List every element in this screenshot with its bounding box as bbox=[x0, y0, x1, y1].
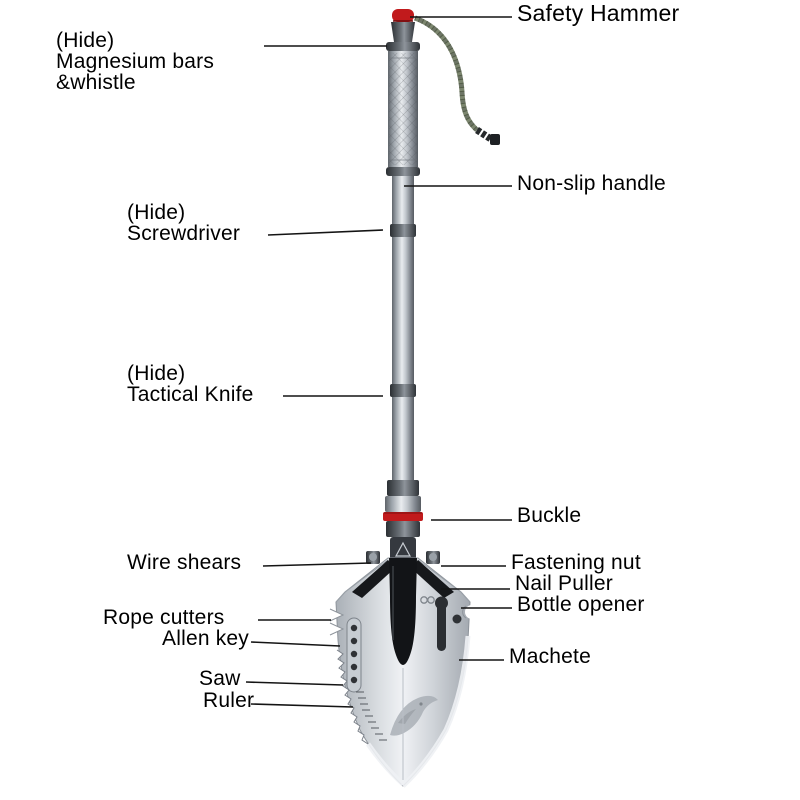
label-safety-hammer: Safety Hammer bbox=[517, 0, 680, 26]
label-saw: Saw bbox=[199, 667, 241, 690]
label-tactical-knife-hide: (Hide) bbox=[127, 362, 186, 385]
label-tactical-knife-line2: Tactical Knife bbox=[127, 383, 254, 406]
label-wire-shears: Wire shears bbox=[127, 551, 242, 574]
label-nail-puller: Nail Puller bbox=[515, 572, 613, 595]
label-screwdriver-line2: Screwdriver bbox=[127, 222, 241, 245]
pole-shaft bbox=[390, 176, 416, 480]
brand-etch bbox=[420, 596, 435, 604]
label-rope-cutters: Rope cutters bbox=[103, 606, 225, 629]
hammer-collar bbox=[391, 22, 415, 42]
label-magnesium-hide: (Hide) bbox=[56, 29, 115, 52]
rope-cutter-notches bbox=[329, 608, 345, 636]
callout-line-screwdriver bbox=[267, 229, 384, 236]
label-tactical-knife: (Hide) Tactical Knife bbox=[127, 363, 254, 405]
buckle-assembly bbox=[383, 480, 423, 537]
callout-lines bbox=[245, 16, 512, 708]
buckle-ring bbox=[383, 512, 423, 521]
machete-edge bbox=[401, 635, 471, 788]
handle-grip bbox=[386, 9, 420, 176]
callout-line-saw bbox=[245, 681, 344, 686]
triangle-logo bbox=[394, 541, 412, 557]
shovel-blade bbox=[318, 557, 479, 788]
label-magnesium-line2: Magnesium bars bbox=[56, 50, 215, 73]
lanyard-cord bbox=[414, 15, 500, 145]
nail-puller-slot bbox=[435, 596, 448, 651]
label-bottle-opener: Bottle opener bbox=[517, 593, 645, 616]
callout-line-ruler bbox=[250, 703, 354, 708]
safety-hammer-cap bbox=[392, 9, 414, 22]
pole-coupler-lower bbox=[390, 384, 416, 397]
callout-line-allen-key bbox=[250, 641, 341, 647]
label-magnesium-line3: &whistle bbox=[56, 71, 136, 94]
label-non-slip-handle: Non-slip handle bbox=[517, 172, 666, 195]
label-buckle: Buckle bbox=[517, 504, 582, 527]
label-screwdriver-hide: (Hide) bbox=[127, 201, 186, 224]
label-fastening-nut: Fastening nut bbox=[511, 551, 641, 574]
label-machete: Machete bbox=[509, 645, 591, 668]
label-allen-key: Allen key bbox=[162, 627, 250, 650]
pole-coupler-upper bbox=[390, 224, 416, 237]
label-magnesium-bars: (Hide) Magnesium bars &whistle bbox=[56, 30, 214, 93]
lanyard-tip bbox=[490, 134, 500, 145]
callout-line-wire-shears bbox=[262, 562, 372, 567]
label-screwdriver: (Hide) Screwdriver bbox=[127, 202, 240, 244]
saw-teeth bbox=[318, 644, 369, 754]
allen-key-holes bbox=[346, 617, 362, 693]
blade-tang-cover bbox=[389, 558, 417, 665]
label-ruler: Ruler bbox=[203, 689, 255, 712]
ruler-marks bbox=[356, 691, 387, 741]
